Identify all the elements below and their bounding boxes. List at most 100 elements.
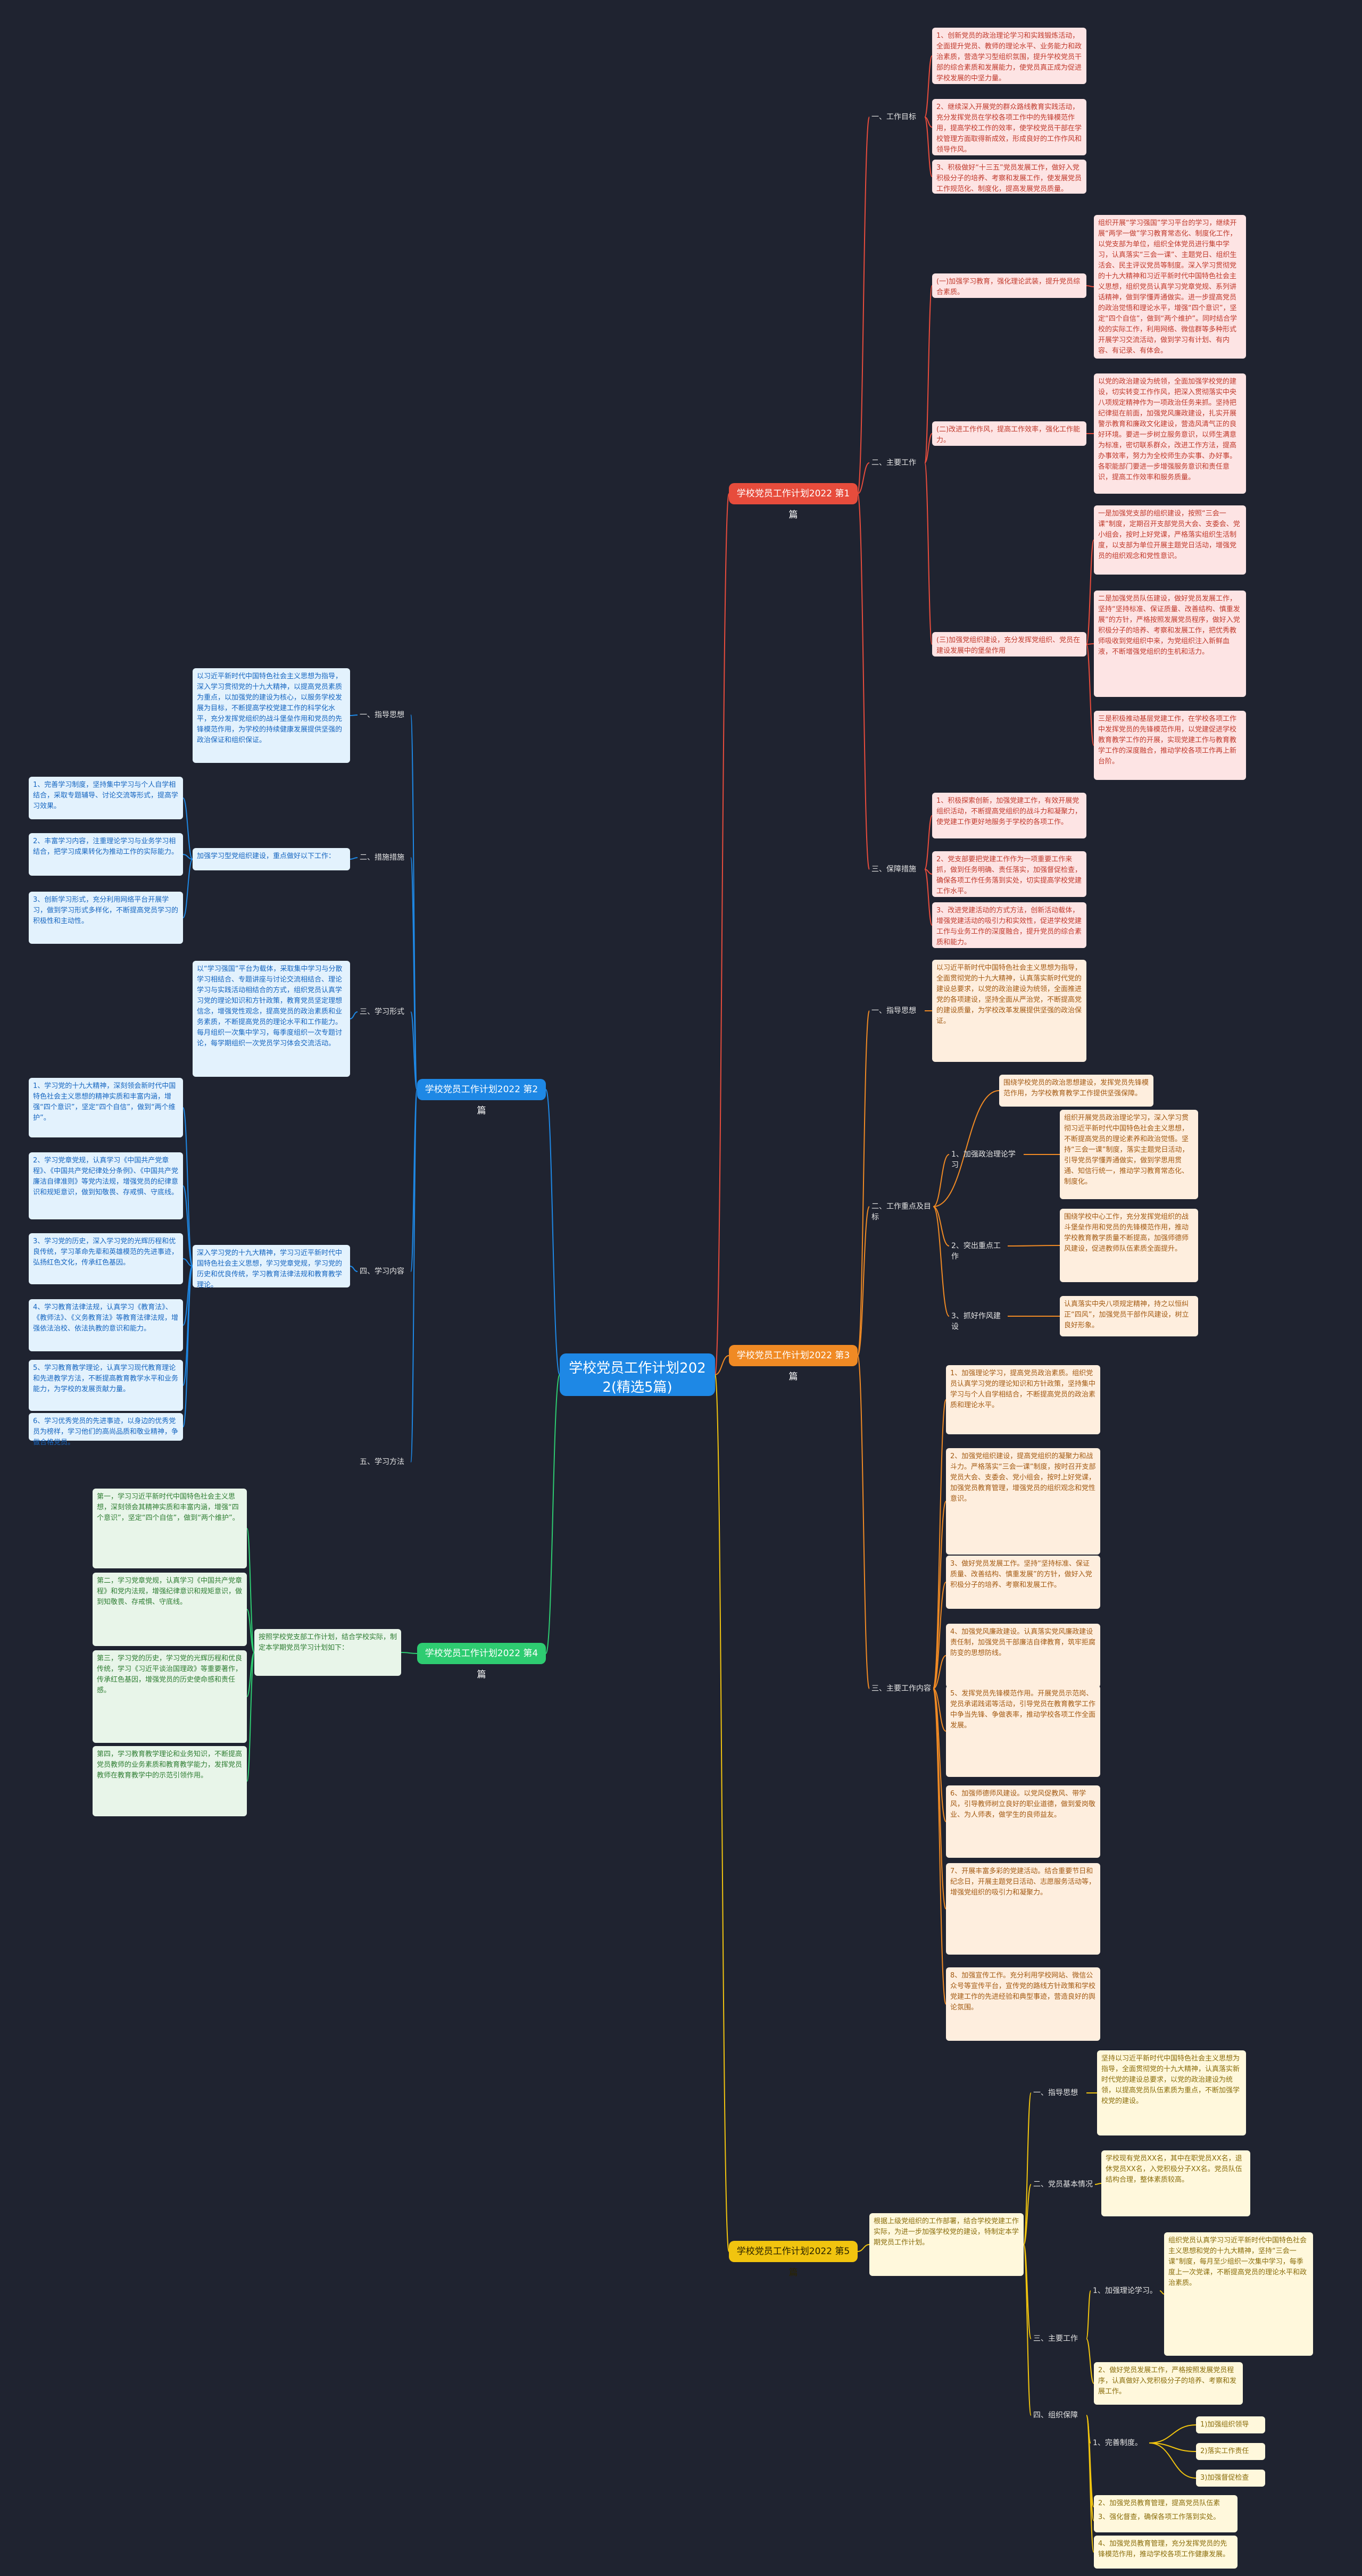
b5-org-1-a[interactable]: 1)加强组织领导 bbox=[1196, 2416, 1265, 2433]
b1-goal-1[interactable]: 1、创新党员的政治理论学习和实践锻炼活动，全面提升党员、教师的理论水平、业务能力… bbox=[932, 28, 1086, 84]
b3-content-2[interactable]: 2、加强党组织建设，提高党组织的凝聚力和战斗力。严格落实“三会一课”制度，按时召… bbox=[946, 1448, 1100, 1555]
connector-65 bbox=[1023, 2092, 1032, 2245]
b4-point-3[interactable]: 第三，学习党的历史，学习党的光辉历程和优良传统，学习《习近平谈治国理政》等重要著… bbox=[93, 1650, 247, 1743]
connector-1 bbox=[545, 1089, 560, 1375]
b3-focus-text[interactable]: 围绕学校党员的政治思想建设，发挥党员先锋模范作用，为学校教育教学工作提供坚强保障… bbox=[999, 1075, 1153, 1107]
b1-work-3-text-3[interactable]: 三是积极推动基层党建工作，在学校各项工作中发挥党员的先锋模范作用，以党建促进学校… bbox=[1094, 711, 1246, 780]
connector-54 bbox=[933, 1655, 946, 1689]
b1-work-3[interactable]: (三)加强党组织建设，充分发挥党组织、党员在建设发展中的堡垒作用 bbox=[932, 632, 1086, 657]
b2-measures-text[interactable]: 加强学习型党组织建设，重点做好以下工作： bbox=[193, 848, 350, 870]
b5-heading-party-members[interactable]: 二、党员基本情况 bbox=[1033, 2180, 1093, 2189]
b2-learning-content-text[interactable]: 深入学习党的十九大精神，学习习近平新时代中国特色社会主义思想，学习党章党规，学习… bbox=[193, 1245, 350, 1289]
b3-content-5[interactable]: 5、发挥党员先锋模范作用。开展党员示范岗、党员承诺践诺等活动，引导党员在教育教学… bbox=[946, 1685, 1100, 1777]
b5-work-2[interactable]: 2、做好党员发展工作，严格按照发展党员程序，认真做好入党积极分子的培养、考察和发… bbox=[1094, 2362, 1243, 2405]
b2-content-1[interactable]: 1、学习党的十九大精神，深刻领会新时代中国特色社会主义思想的精神实质和丰富内涵，… bbox=[29, 1078, 183, 1137]
b4-point-1[interactable]: 第一，学习习近平新时代中国特色社会主义思想，深刻领会其精神实质和丰富内涵，增强“… bbox=[93, 1489, 247, 1568]
b2-heading-learning-method[interactable]: 五、学习方法 bbox=[360, 1458, 404, 1466]
b3-focus-3-text[interactable]: 认真落实中央八项规定精神，持之以恒纠正“四风”，加强党员干部作风建设，树立良好形… bbox=[1060, 1296, 1198, 1336]
connector-32 bbox=[350, 1011, 358, 1019]
b2-heading-measures[interactable]: 二、措施措施 bbox=[360, 853, 404, 862]
branch-title-2[interactable]: 学校党员工作计划2022 第2篇 bbox=[417, 1079, 546, 1116]
b3-content-3[interactable]: 3、做好党员发展工作。坚持“坚持标准、保证质量、改善结构、慎重发展”的方针，做好… bbox=[946, 1556, 1100, 1609]
b5-heading-main-work[interactable]: 三、主要工作 bbox=[1033, 2334, 1078, 2343]
b5-org-4[interactable]: 4、加强党员教育管理，充分发挥党员的先锋模范作用，推动学校各项工作健康发展。 bbox=[1094, 2536, 1238, 2569]
b3-focus-1[interactable]: 1、加强政治理论学习 bbox=[951, 1150, 1016, 1169]
b2-guiding-text[interactable]: 以习近平新时代中国特色社会主义思想为指导，深入学习贯彻党的十九大精神，以提高党员… bbox=[193, 668, 350, 763]
b5-heading-organization[interactable]: 四、组织保障 bbox=[1033, 2411, 1078, 2420]
b2-content-3[interactable]: 3、学习党的历史，深入学习党的光辉历程和优良传统，学习革命先辈和英雄模范的先进事… bbox=[29, 1233, 183, 1284]
connector-7 bbox=[857, 493, 870, 870]
connector-28 bbox=[350, 857, 358, 860]
b2-measure-3[interactable]: 3、创新学习形式，充分利用网络平台开展学习，做到学习形式多样化，不断提高党员学习… bbox=[29, 892, 183, 944]
b1-work-3-text-1[interactable]: 一是加强党支部的组织建设，按照“三会一课”制度，定期召开支部党员大会、支委会、党… bbox=[1094, 505, 1246, 575]
b4-intro[interactable]: 按照学校党支部工作计划，结合学校实际，制定本学期党员学习计划如下： bbox=[254, 1629, 401, 1676]
b5-org-1[interactable]: 1、完善制度。 bbox=[1093, 2439, 1142, 2447]
b5-org-1-c[interactable]: 3)加强督促检查 bbox=[1196, 2470, 1265, 2487]
b1-work-1[interactable]: (一)加强学习教育，强化理论武装，提升党员综合素质。 bbox=[932, 273, 1086, 298]
b2-heading-learning-content[interactable]: 四、学习内容 bbox=[360, 1267, 404, 1276]
branch-title-3[interactable]: 学校党员工作计划2022 第3篇 bbox=[729, 1345, 858, 1382]
b3-focus-2[interactable]: 2、突出重点工作 bbox=[951, 1242, 1001, 1261]
b5-party-members-text[interactable]: 学校现有党员XX名，其中在职党员XX名，退休党员XX名，入党积极分子XX名。党员… bbox=[1101, 2150, 1250, 2216]
b1-heading-main-work[interactable]: 二、主要工作 bbox=[871, 459, 916, 467]
b1-safeguard-1[interactable]: 1、积极探索创新，加强党建工作，有效开展党组织活动，不断提高党组织的战斗力和凝聚… bbox=[932, 793, 1086, 838]
branch-title-5[interactable]: 学校党员工作计划2022 第5篇 bbox=[729, 2241, 858, 2278]
branch-title-1[interactable]: 学校党员工作计划2022 第1篇 bbox=[729, 483, 858, 520]
branch-title-4[interactable]: 学校党员工作计划2022 第4篇 bbox=[417, 1643, 546, 1680]
connector-46 bbox=[933, 1206, 950, 1247]
b3-heading-focus-goals[interactable]: 二、工作重点及目标 bbox=[871, 1202, 931, 1221]
b5-org-3[interactable]: 3、强化督查，确保各项工作落到实处。 bbox=[1094, 2509, 1238, 2532]
connector-63 bbox=[246, 1652, 255, 1782]
b3-focus-3[interactable]: 3、抓好作风建设 bbox=[951, 1312, 1001, 1331]
b3-content-7[interactable]: 7、开展丰富多彩的党建活动。结合重要节日和纪念日，开展主题党日活动、志愿服务活动… bbox=[946, 1863, 1100, 1955]
b5-org-1-b[interactable]: 2)落实工作责任 bbox=[1196, 2443, 1265, 2460]
root-topic[interactable]: 学校党员工作计划2022(精选5篇) bbox=[560, 1353, 715, 1396]
b2-content-4[interactable]: 4、学习教育法律法规，认真学习《教育法》、《教师法》、《义务教育法》等教育法律法… bbox=[29, 1299, 183, 1351]
b1-work-2[interactable]: (二)改进工作作风，提高工作效率，强化工作能力。 bbox=[932, 421, 1086, 446]
b2-content-5[interactable]: 5、学习教育教学理论，认真学习现代教育理论和先进教学方法，不断提高教育教学水平和… bbox=[29, 1360, 183, 1411]
b1-safeguard-3[interactable]: 3、改进党建活动的方式方法，创新活动载体，增强党建活动的吸引力和实效性，促进学校… bbox=[932, 902, 1086, 948]
b3-content-1[interactable]: 1、加强理论学习，提高党员政治素质。组织党员认真学习党的理论知识和方针政策，坚持… bbox=[946, 1365, 1100, 1434]
b4-point-4[interactable]: 第四，学习教育教学理论和业务知识，不断提高党员教师的业务素质和教育教学能力，发挥… bbox=[93, 1746, 247, 1816]
connector-12 bbox=[924, 433, 933, 463]
b5-work-1-text[interactable]: 组织党员认真学习习近平新时代中国特色社会主义思想和党的十九大精神，坚持“三会一课… bbox=[1164, 2232, 1313, 2356]
b3-focus-2-text[interactable]: 围绕学校中心工作，充分发挥党组织的战斗堡垒作用和党员的先锋模范作用，推动学校教育… bbox=[1060, 1209, 1198, 1282]
b3-heading-main-content[interactable]: 三、主要工作内容 bbox=[871, 1684, 931, 1693]
connector-16 bbox=[1086, 539, 1094, 645]
b1-work-2-text[interactable]: 以党的政治建设为统领，全面加强学校党的建设，切实转变工作作风，把深入贯彻落实中央… bbox=[1094, 373, 1246, 494]
connector-21 bbox=[924, 869, 933, 926]
b1-goal-2[interactable]: 2、继续深入开展党的群众路线教育实践活动，充分发挥党员在学校各项工作中的先锋模范… bbox=[932, 99, 1086, 155]
b1-heading-safeguards[interactable]: 三、保障措施 bbox=[871, 865, 916, 874]
connector-66 bbox=[1023, 2184, 1032, 2245]
b1-heading-goals[interactable]: 一、工作目标 bbox=[871, 113, 916, 121]
b5-intro[interactable]: 根据上级党组织的工作部署，结合学校党建工作实际，为进一步加强学校党的建设，特制定… bbox=[869, 2213, 1024, 2276]
b1-work-3-text-2[interactable]: 二是加强党员队伍建设，做好党员发展工作，坚持“坚持标准、保证质量、改善结构、慎重… bbox=[1094, 591, 1246, 697]
b3-guiding-text[interactable]: 以习近平新时代中国特色社会主义思想为指导，全面贯彻党的十九大精神，认真落实新时代… bbox=[932, 960, 1086, 1062]
b2-content-6[interactable]: 6、学习优秀党员的先进事迹，以身边的优秀党员为榜样，学习他们的高尚品质和敬业精神… bbox=[29, 1413, 183, 1447]
connector-0 bbox=[715, 493, 729, 1375]
b5-guiding-text[interactable]: 坚持以习近平新时代中国特色社会主义思想为指导，全面贯彻党的十九大精神，认真落实新… bbox=[1097, 2050, 1246, 2135]
b2-content-2[interactable]: 2、学习党章党规，认真学习《中国共产党章程》、《中国共产党纪律处分条例》、《中国… bbox=[29, 1152, 183, 1219]
b2-heading-guiding-thought[interactable]: 一、指导思想 bbox=[360, 711, 404, 719]
b5-heading-guiding-thought[interactable]: 一、指导思想 bbox=[1033, 2089, 1078, 2097]
b2-measure-2[interactable]: 2、丰富学习内容，注重理论学习与业务学习相结合，把学习成果转化为推动工作的实际能… bbox=[29, 833, 183, 876]
b3-heading-guiding-thought[interactable]: 一、指导思想 bbox=[871, 1007, 916, 1015]
b3-content-8[interactable]: 8、加强宣传工作。充分利用学校网站、微信公众号等宣传平台，宣传党的路线方针政策和… bbox=[946, 1967, 1100, 2041]
b1-safeguard-2[interactable]: 2、党支部要把党建工作作为一项重要工作来抓，做到任务明确、责任落实，加强督促检查… bbox=[932, 851, 1086, 897]
connector-22 bbox=[410, 714, 418, 1090]
connector-35 bbox=[182, 1185, 193, 1267]
b4-point-2[interactable]: 第二，学习党章党规，认真学习《中国共产党章程》和党内法规，增强纪律意识和规矩意识… bbox=[93, 1573, 247, 1646]
b2-measure-1[interactable]: 1、完善学习制度，坚持集中学习与个人自学相结合，采取专题辅导、讨论交流等形式，提… bbox=[29, 777, 183, 819]
b2-learning-form-text[interactable]: 以“学习强国”平台为载体，采取集中学习与分散学习相结合、专题讲座与讨论交流相结合… bbox=[193, 961, 350, 1077]
b3-content-6[interactable]: 6、加强师德师风建设。以党风促教风、带学风，引导教师树立良好的职业道德，做到爱岗… bbox=[946, 1785, 1100, 1858]
b5-work-1[interactable]: 1、加强理论学习。 bbox=[1093, 2287, 1157, 2295]
b1-work-1-text[interactable]: 组织开展“学习强国”学习平台的学习，继续开展“两学一做”学习教育常态化、制度化工… bbox=[1094, 215, 1246, 359]
connector-56 bbox=[933, 1688, 946, 1822]
connector-23 bbox=[410, 857, 418, 1090]
b1-goal-3[interactable]: 3、积极做好“十三五”党员发展工作，做好入党积极分子的培养、考察和发展工作，使发… bbox=[932, 160, 1086, 194]
connector-11 bbox=[924, 285, 933, 463]
b2-heading-learning-form[interactable]: 三、学习形式 bbox=[360, 1008, 404, 1016]
b3-focus-1-text[interactable]: 组织开展党员政治理论学习，深入学习贯彻习近平新时代中国特色社会主义思想，不断提高… bbox=[1060, 1110, 1198, 1199]
b3-content-4[interactable]: 4、加强党风廉政建设。认真落实党风廉政建设责任制，加强党员干部廉洁自律教育，筑牢… bbox=[946, 1624, 1100, 1688]
